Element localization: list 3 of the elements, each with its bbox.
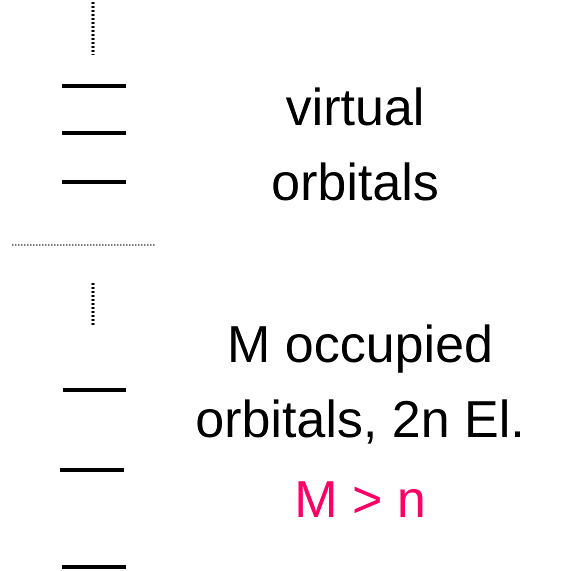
- condition-label: M > n: [293, 470, 427, 531]
- section-label: M occupied orbitals, 2n El.: [194, 315, 526, 451]
- section-label: virtual orbitals: [270, 78, 440, 214]
